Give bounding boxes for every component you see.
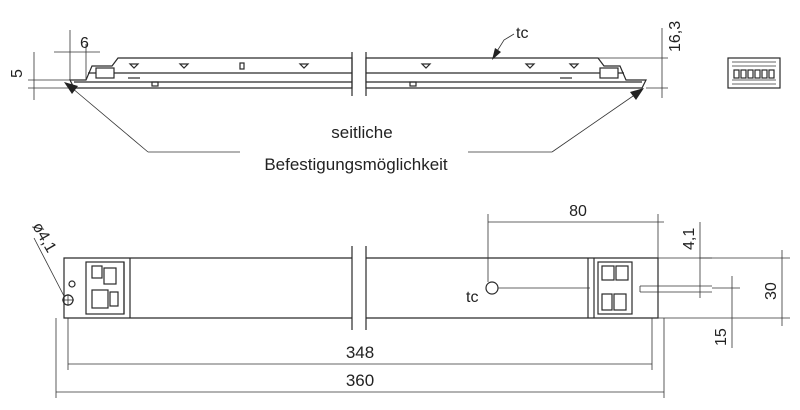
tc-point: tc bbox=[466, 214, 590, 306]
end-view-connector bbox=[727, 57, 781, 89]
top-view: tc ø4,1 80 4,1 30 15 bbox=[29, 203, 790, 398]
dimension-16-3-label: 16,3 bbox=[667, 21, 684, 52]
tc-label-top: tc bbox=[466, 289, 478, 306]
dimension-360-label: 360 bbox=[346, 371, 374, 390]
hole-diameter-label: ø4,1 bbox=[29, 220, 60, 256]
dimension-6: 6 bbox=[54, 30, 100, 80]
dimension-360: 360 bbox=[55, 318, 665, 398]
tc-label-side: tc bbox=[516, 25, 528, 42]
side-view-body-right bbox=[365, 57, 647, 89]
dimension-80: 80 bbox=[488, 203, 664, 258]
side-view: 6 5 16,3 tc se bbox=[9, 21, 684, 174]
dimension-16-3: 16,3 bbox=[598, 21, 684, 98]
side-view-body-left bbox=[69, 57, 353, 89]
top-view-body-left bbox=[62, 257, 352, 319]
dimension-30: 30 bbox=[658, 250, 790, 326]
dimension-15: 15 bbox=[712, 276, 740, 348]
hole-diameter-callout: ø4,1 bbox=[29, 220, 65, 297]
tc-leader-side: tc bbox=[492, 25, 528, 60]
dimension-4-1-label: 4,1 bbox=[681, 228, 698, 250]
dimension-15-label: 15 bbox=[713, 328, 730, 346]
dimension-348-label: 348 bbox=[346, 343, 374, 362]
dimension-4-1: 4,1 bbox=[658, 222, 712, 298]
dimension-348: 348 bbox=[67, 318, 653, 370]
dimension-5: 5 bbox=[9, 52, 72, 100]
note-line-1: seitliche bbox=[331, 123, 392, 142]
dimension-30-label: 30 bbox=[763, 282, 780, 300]
dimension-80-label: 80 bbox=[569, 203, 587, 220]
dimension-5-label: 5 bbox=[9, 69, 26, 78]
top-view-body-right bbox=[366, 257, 712, 319]
dimension-6-label: 6 bbox=[80, 35, 89, 52]
note-line-2: Befestigungsmöglichkeit bbox=[264, 155, 448, 174]
fastening-note: seitliche Befestigungsmöglichkeit bbox=[64, 82, 644, 174]
